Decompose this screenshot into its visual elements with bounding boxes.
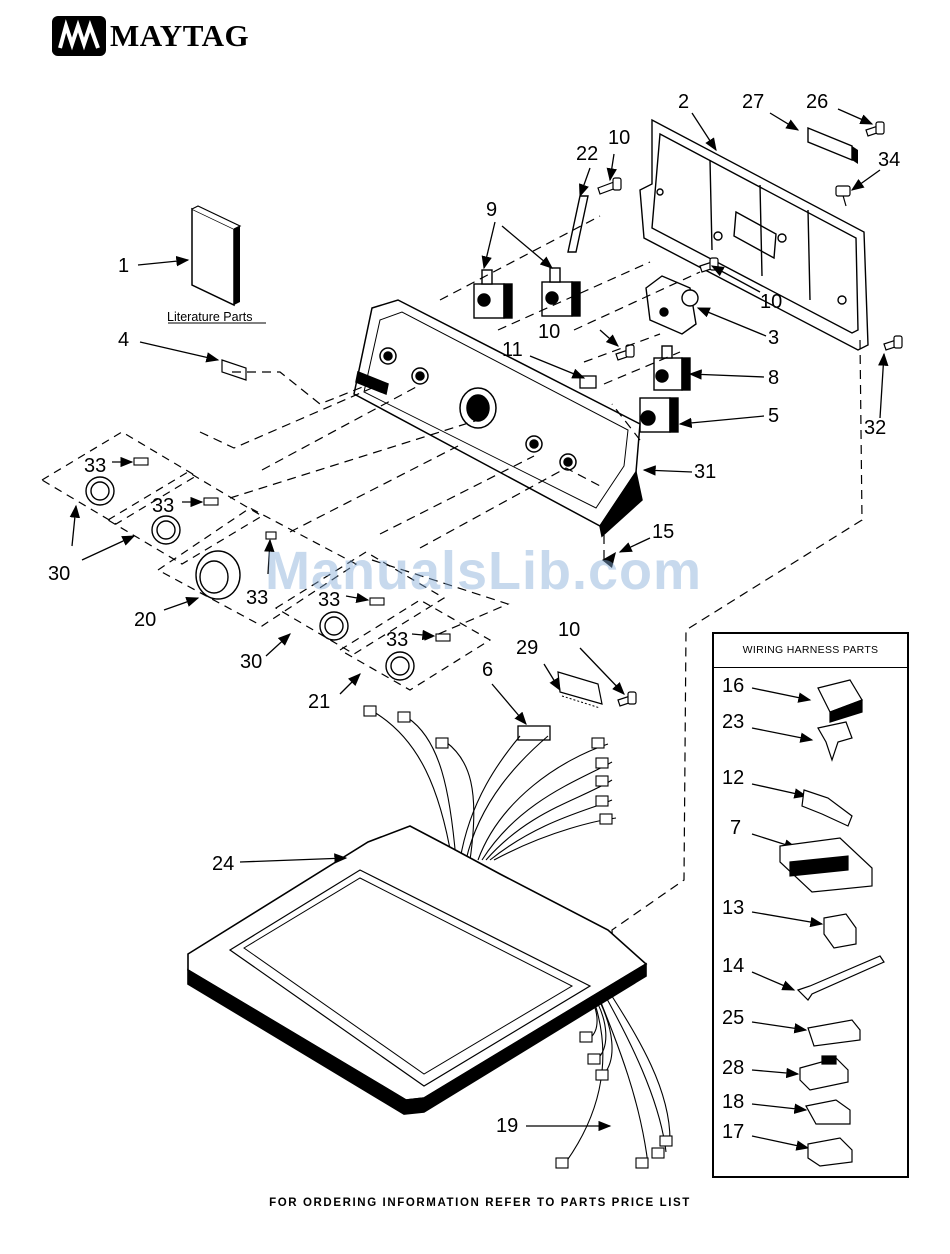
callout-3: 3 [768,327,779,349]
callout-27: 27 [742,91,764,113]
wiring-harness-legend: WIRING HARNESS PARTS [712,632,909,1178]
watermark: ManualsLib.com [265,540,702,602]
callout-30: 30 [48,563,70,585]
callout-26: 26 [806,91,828,113]
callout-34: 34 [878,149,900,171]
footer-note: FOR ORDERING INFORMATION REFER TO PARTS … [0,1197,950,1209]
literature-booklet [192,206,240,305]
callout-21: 21 [308,691,330,713]
small-bracket [808,128,858,164]
callout-8: 8 [768,367,779,389]
top-panel [188,826,646,1114]
callout-10: 10 [558,619,580,641]
callout-6: 6 [482,659,493,681]
callout-9: 9 [486,199,497,221]
callout-11: 11 [502,339,523,361]
door-latch [568,196,588,252]
callout-32: 32 [864,417,886,439]
callout-10: 10 [608,127,630,149]
control-console [354,300,642,536]
callout-1: 1 [118,255,129,277]
callout-29: 29 [516,637,538,659]
callout-30: 30 [240,651,262,673]
callout-33: 33 [152,495,174,517]
callout-2: 2 [678,91,689,113]
callout-22: 22 [576,143,598,165]
legend-title: WIRING HARNESS PARTS [714,634,907,668]
circuit-board [558,672,602,708]
callout-31: 31 [694,461,716,483]
literature-caption: Literature Parts [167,310,252,324]
callout-33: 33 [84,455,106,477]
callout-4: 4 [118,329,129,351]
callout-10: 10 [760,291,782,313]
callout-10: 10 [538,321,560,343]
rotary-switch-icon [474,268,580,318]
label-plate [222,360,246,380]
callout-19: 19 [496,1115,518,1137]
callout-5: 5 [768,405,779,427]
callout-33: 33 [386,629,408,651]
callout-20: 20 [134,609,156,631]
callout-24: 24 [212,853,234,875]
